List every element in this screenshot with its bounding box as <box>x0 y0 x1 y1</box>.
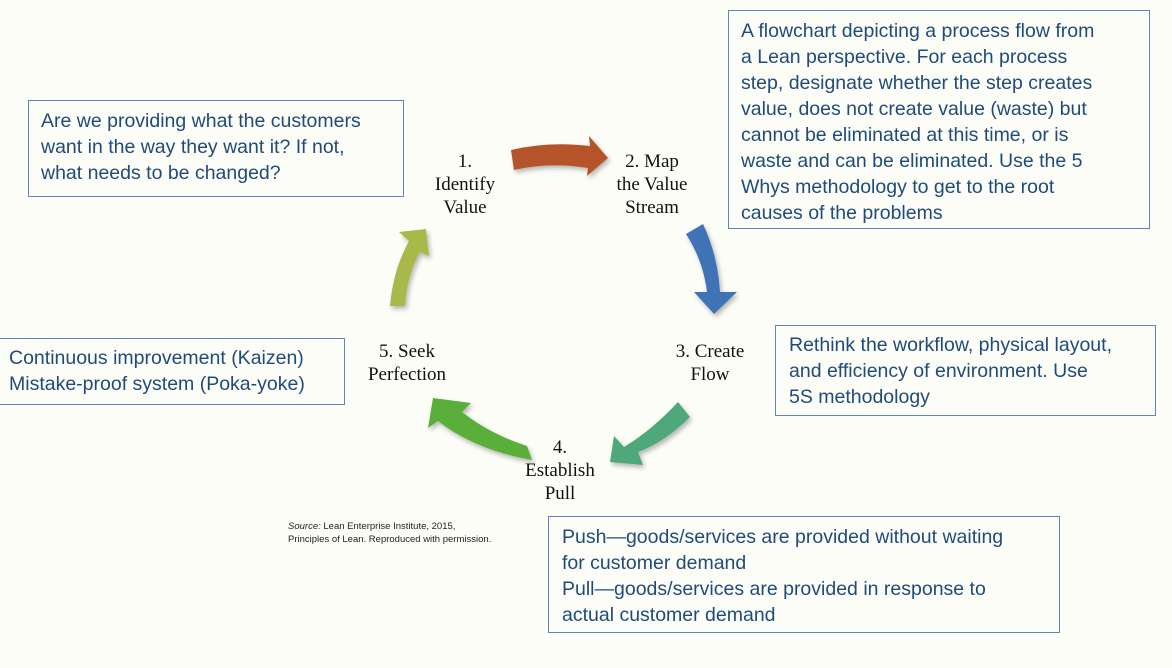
callout-line: what needs to be changed? <box>41 162 281 184</box>
callout-seek-perfection: Continuous improvement (Kaizen) Mistake-… <box>0 338 345 405</box>
step-establish-pull: 4. Establish Pull <box>510 436 610 505</box>
callout-line: a Lean perspective. For each process <box>741 46 1068 68</box>
arrow-flow-to-pull <box>610 402 690 465</box>
callout-line: Rethink the workflow, physical layout, <box>789 334 1112 356</box>
step-line: Value <box>443 197 487 218</box>
callout-line: for customer demand <box>562 552 747 574</box>
step-line: Flow <box>690 364 730 385</box>
step-line: 2. Map <box>625 151 679 172</box>
callout-establish-pull: Push—goods/services are provided without… <box>548 516 1060 633</box>
step-line: Pull <box>544 483 576 504</box>
step-line: 3. Create <box>675 341 745 362</box>
callout-line: value, does not create value (waste) but <box>741 98 1087 120</box>
callout-line: waste and can be eliminated. Use the 5 <box>741 150 1083 172</box>
callout-identify-value: Are we providing what the customers want… <box>28 100 404 197</box>
callout-line: Are we providing what the customers <box>41 110 361 132</box>
step-line: Perfection <box>367 364 447 385</box>
callout-create-flow: Rethink the workflow, physical layout, a… <box>775 325 1156 416</box>
callout-line: cannot be eliminated at this time, or is <box>741 124 1069 146</box>
callout-line: want in the way they want it? If not, <box>41 136 345 158</box>
callout-line: Pull—goods/services are provided in resp… <box>562 578 986 600</box>
source-label: Source: <box>288 521 321 532</box>
arrow-seek-to-identify <box>390 229 429 306</box>
step-line: 5. Seek <box>379 341 435 362</box>
callout-line: A flowchart depicting a process flow fro… <box>741 20 1095 42</box>
step-create-flow: 3. Create Flow <box>660 340 760 386</box>
source-text: Lean Enterprise Institute, 2015, Princip… <box>288 521 492 545</box>
source-citation: Source: Lean Enterprise Institute, 2015,… <box>288 520 498 546</box>
step-line: 1. <box>457 151 473 172</box>
callout-line: 5S methodology <box>789 386 930 408</box>
step-map-value-stream: 2. Map the Value Stream <box>602 150 702 219</box>
callout-line: Mistake-proof system (Poka-yoke) <box>9 373 305 395</box>
callout-line: Push—goods/services are provided without… <box>562 526 1004 548</box>
step-line: Establish <box>525 460 595 481</box>
callout-line: step, designate whether the step creates <box>741 72 1093 94</box>
arrow-identify-to-map <box>511 136 608 176</box>
callout-line: causes of the problems <box>741 202 943 224</box>
callout-line: Whys methodology to get to the root <box>741 176 1055 198</box>
step-line: Stream <box>625 197 679 218</box>
step-line: the Value <box>616 174 688 195</box>
step-seek-perfection: 5. Seek Perfection <box>352 340 462 386</box>
step-line: 4. <box>552 437 568 458</box>
callout-map-value-stream: A flowchart depicting a process flow fro… <box>728 10 1150 229</box>
step-identify-value: 1. Identify Value <box>420 150 510 219</box>
arrow-map-to-flow <box>686 224 737 314</box>
step-line: Identify <box>434 174 496 195</box>
callout-line: and efficiency of environment. Use <box>789 360 1088 382</box>
arrow-pull-to-seek <box>428 398 532 460</box>
callout-line: actual customer demand <box>562 604 776 626</box>
callout-line: Continuous improvement (Kaizen) <box>9 347 304 369</box>
